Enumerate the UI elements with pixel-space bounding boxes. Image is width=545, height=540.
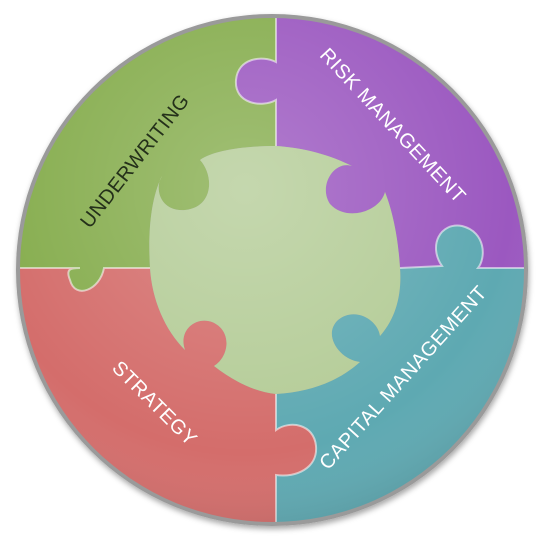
puzzle-circle-svg: UNDERWRITING RISK MANAGEMENT CAPITAL MAN… — [16, 14, 528, 526]
shading-overlay — [20, 18, 524, 522]
puzzle-diagram: UNDERWRITING RISK MANAGEMENT CAPITAL MAN… — [16, 14, 528, 526]
